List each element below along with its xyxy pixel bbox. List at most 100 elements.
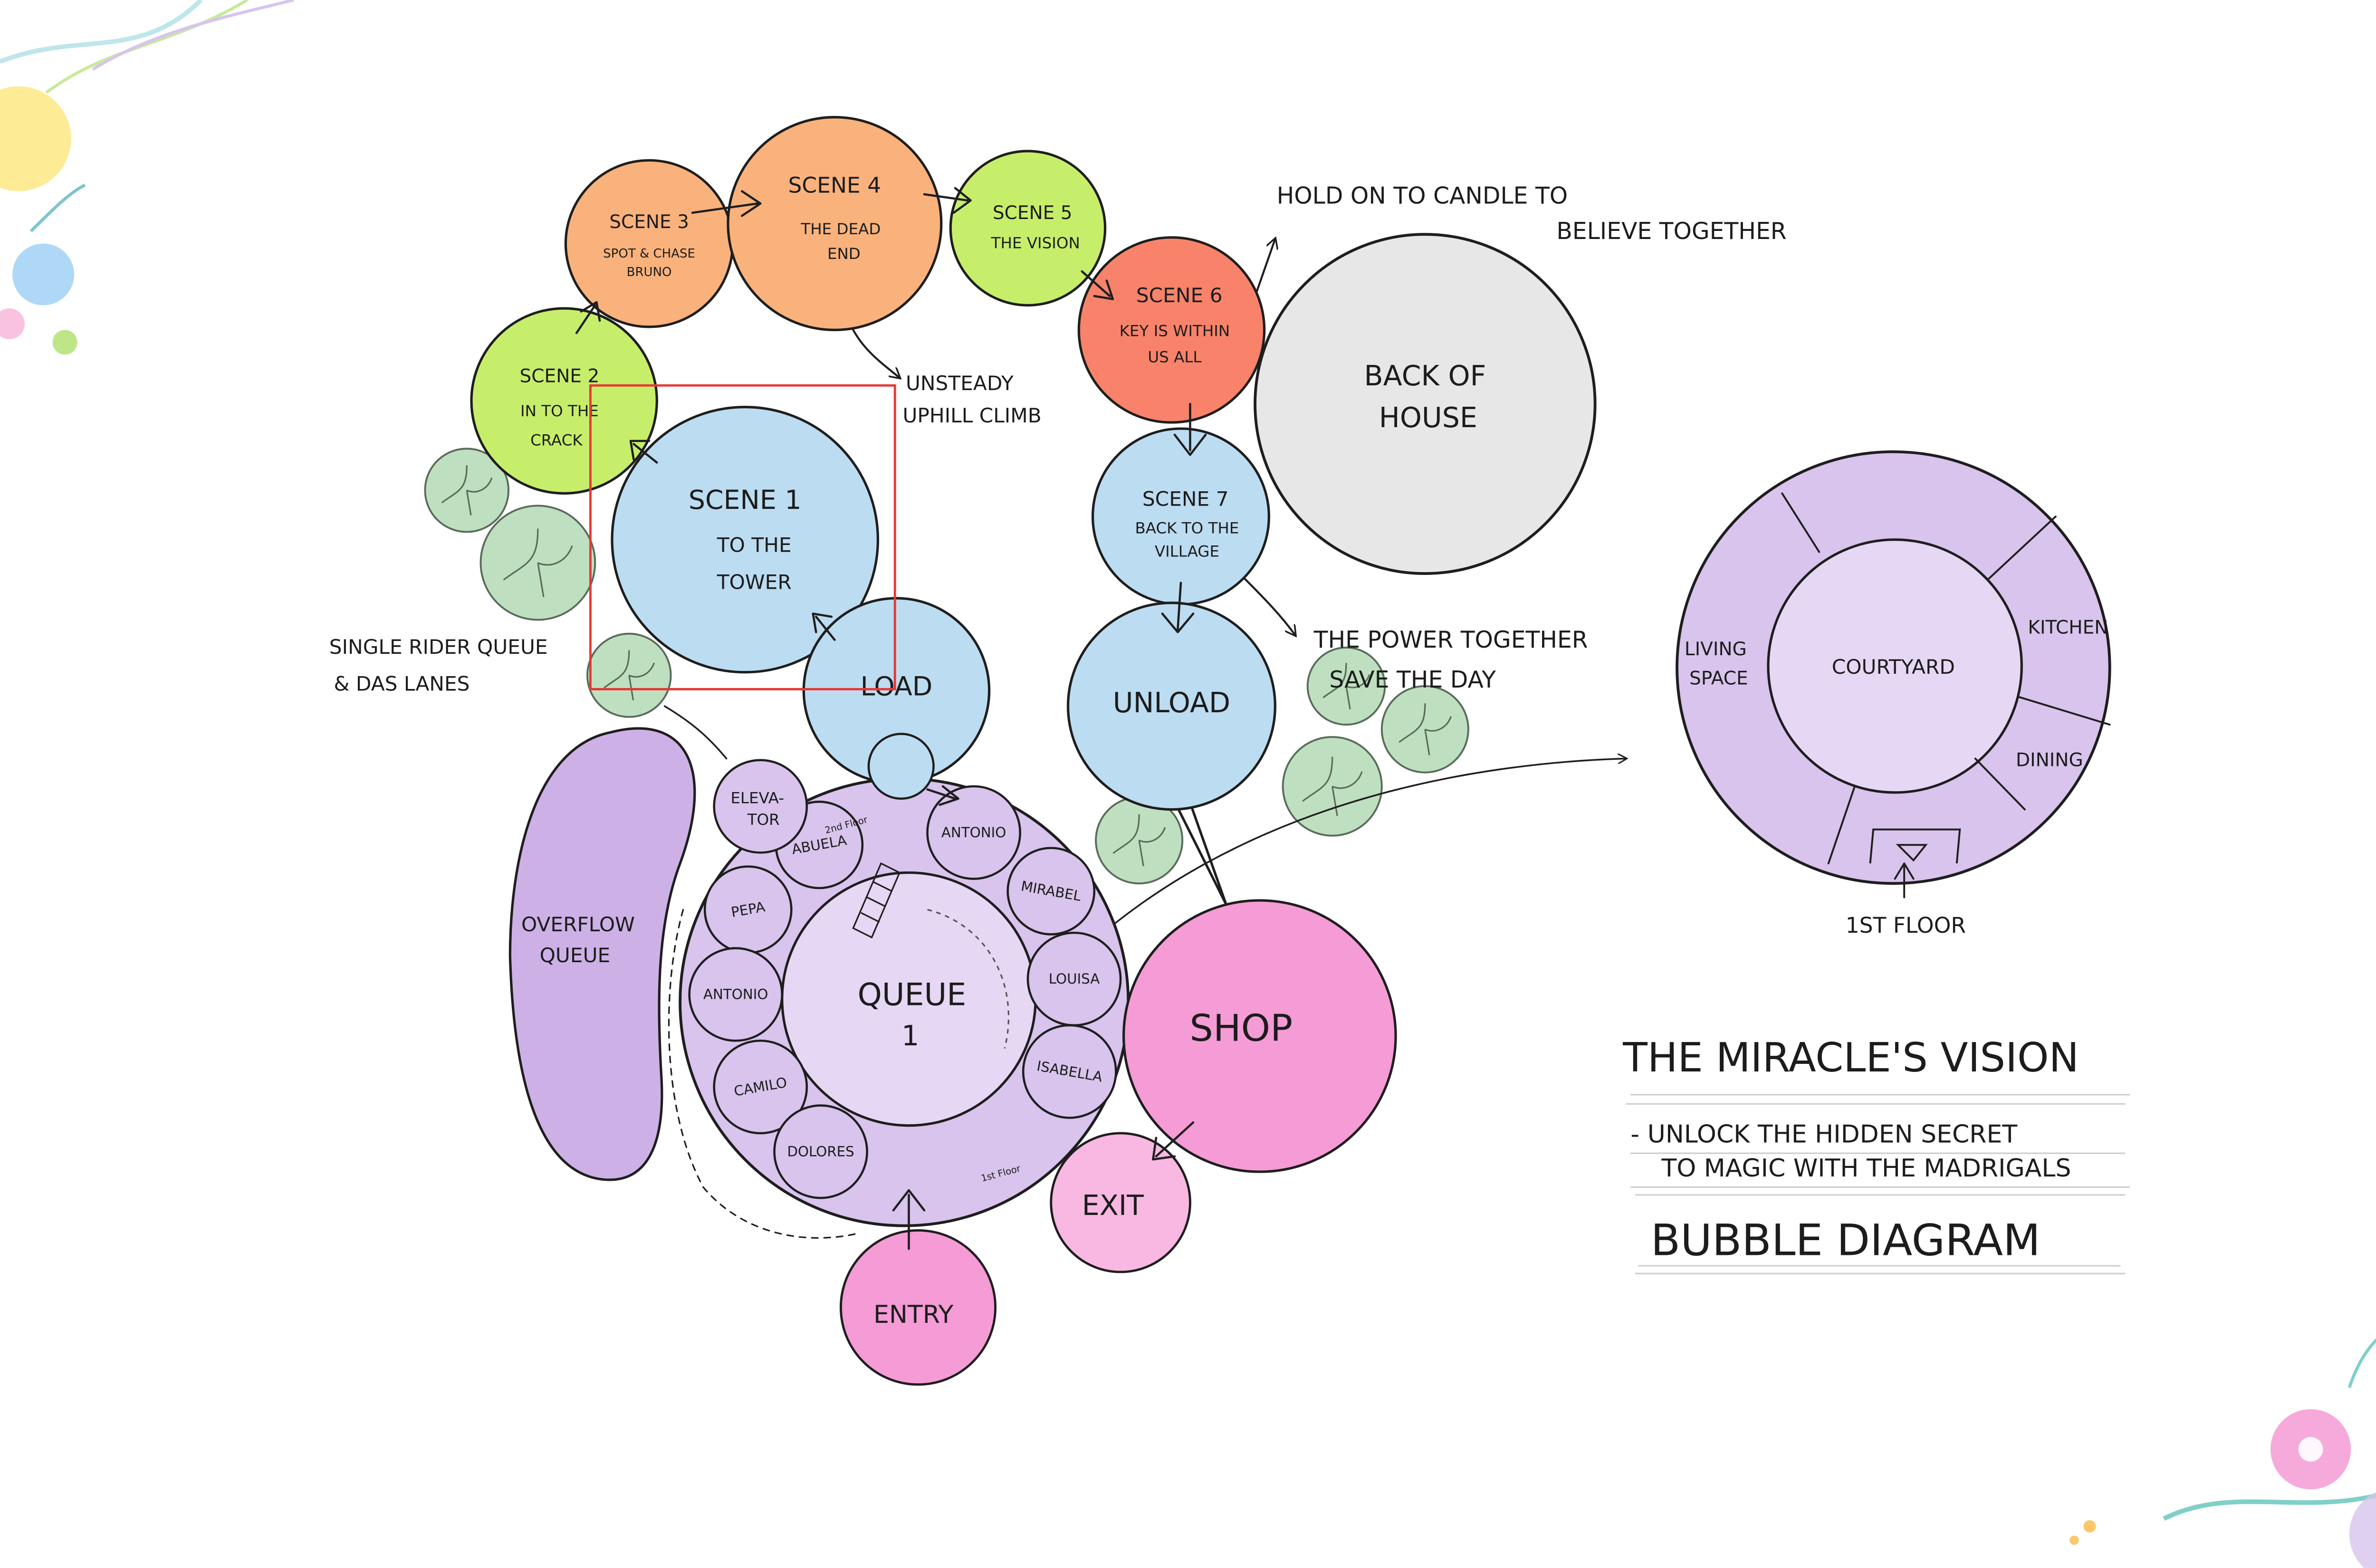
unload-label: UNLOAD (1113, 687, 1230, 719)
stairs-icon (852, 862, 901, 939)
door-icon (1869, 828, 1961, 864)
scene-6-desc-1: KEY IS WITHIN (1120, 322, 1230, 340)
room-bubble[interactable]: ISABELLA (1022, 1024, 1117, 1119)
house-plan[interactable]: COURTYARD LIVING SPACE KITCHEN DINING 1S… (1676, 450, 2111, 938)
scene-6-title: SCENE 6 (1136, 284, 1223, 307)
room-bubble[interactable]: LOUISA (1026, 931, 1122, 1027)
uphill-note-line-2: UPHILL CLIMB (902, 404, 1041, 427)
power-note-line-1: THE POWER TOGETHER (1313, 627, 1588, 653)
scene-7-desc-1: BACK TO THE (1135, 519, 1239, 537)
room-bubble[interactable]: ANTONIO (688, 947, 784, 1042)
scene-2-title: SCENE 2 (520, 366, 600, 387)
shop-label: SHOP (1189, 1007, 1293, 1050)
scene-3-desc-2: BRUNO (627, 265, 672, 279)
scene-5-desc: THE VISION (991, 234, 1080, 252)
room-label: ANTONIO (941, 824, 1006, 841)
bubble-exit[interactable]: EXIT (1050, 1132, 1191, 1273)
scene-4-desc-1: THE DEAD (800, 220, 881, 238)
scene-1-desc-2: TOWER (717, 571, 792, 594)
power-note-line-2: SAVE THE DAY (1329, 667, 1496, 693)
scene-4-desc-2: END (827, 245, 861, 263)
room-bubble[interactable]: ANTONIO (926, 785, 1021, 880)
living-label-2: SPACE (1689, 668, 1748, 689)
bubble-scene-5[interactable]: SCENE 5 THE VISION (949, 150, 1107, 307)
bubble-scene-2[interactable]: SCENE 2 IN TO THE CRACK (470, 307, 658, 495)
bubble-entry[interactable]: ENTRY (839, 1229, 997, 1386)
floral-corner-bottom-right (2069, 1338, 2376, 1568)
candle-note-line-1: HOLD ON TO CANDLE TO (1277, 182, 1568, 209)
single-rider-line-1: SINGLE RIDER QUEUE (329, 635, 548, 659)
scene-1-desc-1: TO THE (717, 534, 792, 557)
tree-icon (479, 505, 596, 621)
room-label: DOLORES (787, 1144, 854, 1160)
entry-label: ENTRY (873, 1300, 953, 1329)
first-floor-label: 1ST FLOOR (1846, 913, 1966, 938)
scene-4-title: SCENE 4 (788, 173, 881, 198)
bubble-elevator[interactable]: ELEVA- TOR (713, 759, 808, 854)
elevator-line-2: TOR (747, 811, 780, 829)
floral-corner-top-left (0, 0, 294, 355)
bubble-scene-6[interactable]: SCENE 6 KEY IS WITHIN US ALL (1077, 236, 1266, 424)
exit-label: EXIT (1082, 1189, 1144, 1222)
bubble-overflow-queue[interactable]: OVERFLOW QUEUE (508, 727, 696, 1181)
candle-note-line-2: BELIEVE TOGETHER (1556, 218, 1786, 245)
room-bubble[interactable]: MIRABEL (1006, 847, 1096, 936)
scene-3-desc-1: SPOT & CHASE (603, 247, 695, 261)
bubble-unload[interactable]: UNLOAD (1066, 602, 1276, 811)
overflow-line-1: OVERFLOW (521, 913, 635, 936)
bubble-shop[interactable]: SHOP (1122, 899, 1397, 1173)
tree-icon (1095, 796, 1184, 885)
bubble-scene-4[interactable]: SCENE 4 THE DEAD END (727, 116, 943, 331)
room-bubble[interactable]: DOLORES (773, 1104, 868, 1199)
courtyard-label: COURTYARD (1832, 655, 1955, 679)
room-bubble[interactable]: ABUELA (775, 801, 864, 889)
scene-6-desc-2: US ALL (1148, 348, 1201, 366)
house-courtyard (1767, 538, 2023, 794)
kitchen-label: KITCHEN (2028, 617, 2108, 639)
dining-label: DINING (2016, 750, 2083, 771)
bubble-scene-1[interactable]: SCENE 1 TO THE TOWER (611, 406, 880, 674)
room-bubble[interactable]: PEPA (703, 865, 793, 954)
tree-icon (586, 632, 672, 718)
load-connector-circle (867, 733, 935, 800)
house-partitions (1781, 492, 2111, 865)
back-of-house-line-2: HOUSE (1379, 402, 1477, 434)
tree-icon (1282, 736, 1383, 837)
highlight-box (589, 384, 896, 690)
elevator-line-1: ELEVA- (730, 789, 784, 807)
scene-7-title: SCENE 7 (1142, 487, 1229, 510)
living-label-1: LIVING (1685, 639, 1747, 660)
room-label: LOUISA (1049, 971, 1100, 987)
diagram-title: THE MIRACLE'S VISION (1622, 1034, 2079, 1081)
scene-7-desc-2: VILLAGE (1155, 542, 1219, 560)
overflow-line-2: QUEUE (540, 944, 611, 967)
tree-icon (1306, 646, 1386, 726)
diagram-caption: BUBBLE DIAGRAM (1651, 1215, 2041, 1265)
tree-icon (1380, 685, 1469, 774)
subtitle-line-2: TO MAGIC WITH THE MADRIGALS (1661, 1154, 2071, 1183)
title-block: THE MIRACLE'S VISION - UNLOCK THE HIDDEN… (1622, 1034, 2130, 1274)
uphill-note-line-1: UNSTEADY (906, 372, 1014, 395)
queue-title: QUEUE (858, 977, 967, 1013)
scene-2-desc-2: CRACK (530, 431, 583, 449)
single-rider-line-2: & DAS LANES (334, 672, 470, 696)
bubble-back-of-house[interactable]: BACK OF HOUSE (1254, 233, 1597, 575)
queue-number: 1 (901, 1020, 919, 1052)
room-label: ANTONIO (703, 986, 768, 1003)
scene-5-title: SCENE 5 (993, 202, 1073, 224)
bubble-scene-7[interactable]: SCENE 7 BACK TO THE VILLAGE (1091, 427, 1270, 606)
tree-icon (424, 448, 510, 533)
annotations: HOLD ON TO CANDLE TO BELIEVE TOGETHER UN… (329, 182, 1787, 695)
scene-1-title: SCENE 1 (689, 485, 802, 516)
trees-group (424, 448, 1469, 885)
room-bubble[interactable]: CAMILO (713, 1039, 808, 1135)
scene-2-desc-1: IN TO THE (520, 402, 599, 420)
scene-3-title: SCENE 3 (609, 211, 689, 233)
scene-flow-arrows (575, 187, 1207, 1250)
bubble-scene-3[interactable]: SCENE 3 SPOT & CHASE BRUNO (564, 159, 734, 328)
scene-bubbles: SCENE 3 SPOT & CHASE BRUNO SCENE 4 THE D… (470, 116, 1597, 1386)
back-of-house-line-1: BACK OF (1364, 360, 1486, 392)
subtitle-line-1: - UNLOCK THE HIDDEN SECRET (1630, 1120, 2017, 1148)
